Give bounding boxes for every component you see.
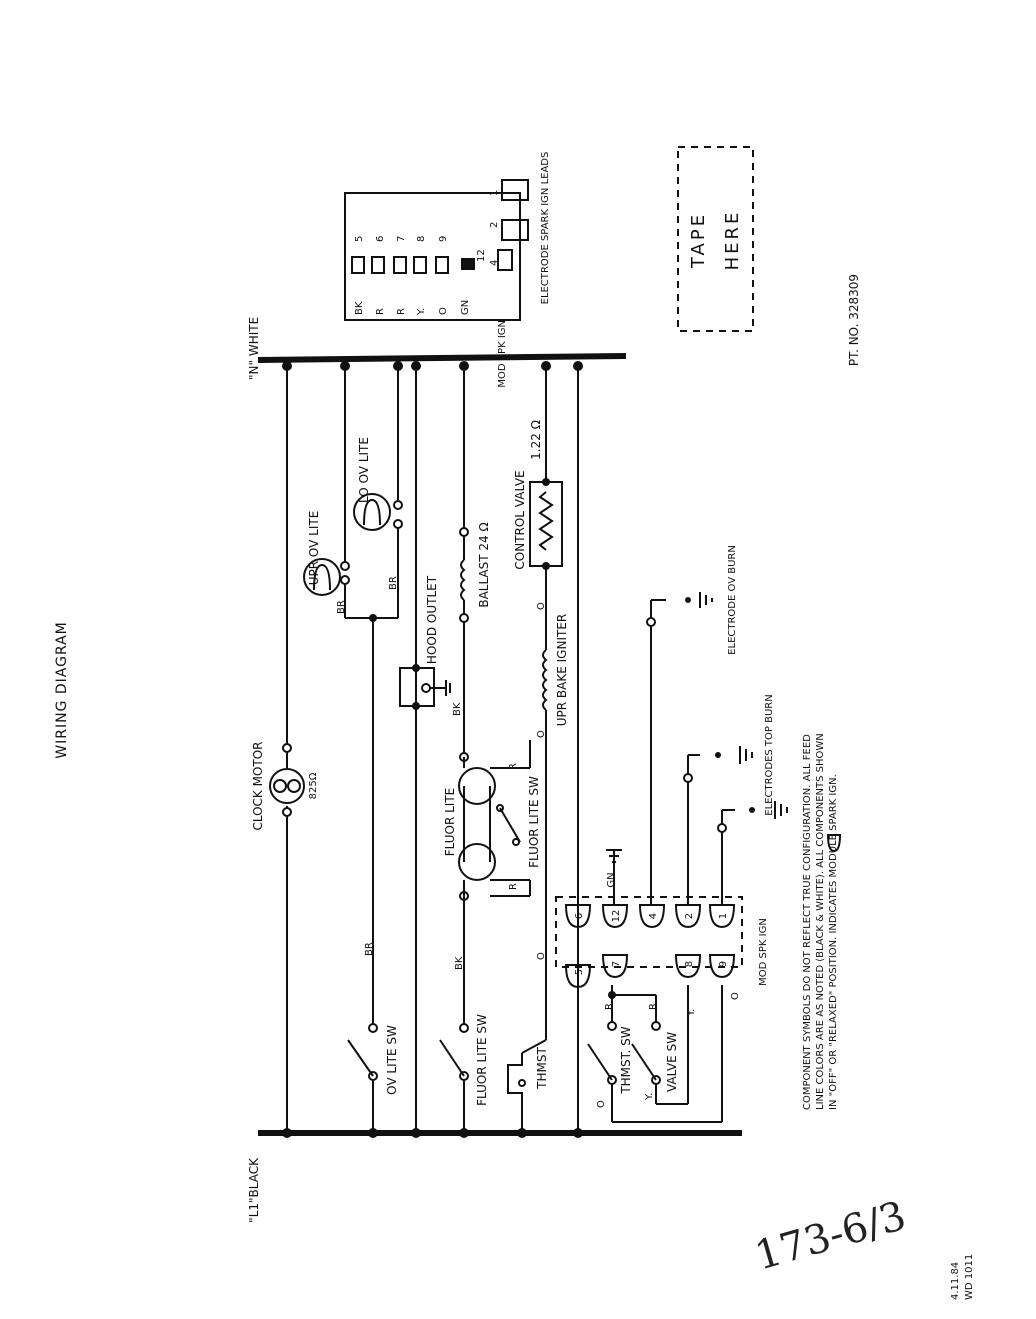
here-text: HERE [722,210,743,271]
note-line-1: COMPONENT SYMBOLS DO NOT REFLECT TRUE CO… [802,734,813,1110]
control-valve-ohms: 1.22 Ω [529,420,543,460]
mod-spk-ign-label: MOD SPK IGN [758,918,769,986]
bus-junctions [282,361,583,1138]
r-label-t2: R [648,1003,659,1010]
page-title: WIRING DIAGRAM [54,621,70,759]
fluor-lite-sw-label: FLUOR LITE SW [475,1014,489,1106]
o-label-cv-1: O [536,602,547,610]
inset-wire-o: O [438,307,449,315]
inset-pin-12: 12 [476,249,487,262]
fluor-branch: BALLAST 24 Ω BK FLUOR LITE R R FLUOR LIT… [443,366,541,1028]
hood-outlet-branch: HOOD OUTLET [399,366,451,1133]
inset-wire-r1: R [375,308,386,315]
r-label-t1: R [604,1003,615,1010]
inset-pin-6: 6 [375,236,386,242]
terminal-top-4: 4 [648,913,659,919]
tape-here-box: TAPE HERE [677,146,754,332]
o-label-t1: O [596,1100,607,1108]
thmst-sw-label: THMST. SW [619,1026,633,1094]
r-label-fluor-1: R [508,763,519,770]
lo-ov-lite-lamp [353,493,391,531]
terminal-top-1: 1 [718,913,729,919]
control-valve-branch: CONTROL VALVE 1.22 Ω UPR BAKE IGNITER O … [513,366,569,1028]
ballast-label: BALLAST 24 Ω [477,522,491,607]
handwritten-note: 173-6/3 [750,1193,911,1280]
inset-electrode-pin-4: 4 [489,260,500,266]
fluor-lite-sw-upper-label: FLUOR LITE SW [527,776,541,868]
y-label-t1: Y. [644,1093,655,1101]
terminal-top-6: 6 [574,913,585,919]
l1-bus-label: "L1"BLACK [247,1157,261,1223]
note-line-2: LINE COLORS ARE AS NOTED (BLACK & WHITE)… [815,733,826,1110]
terminal-bottom-9: 9 [718,961,729,967]
br-label-sw: BR [364,942,375,956]
fluor-lite-tube-top [458,767,496,805]
r-label-fluor-2: R [508,883,519,890]
lower-switches: OV LITE SW BR FLUOR LITE SW BK THMST THM… [347,942,741,1133]
terminal-bottom-5: 5 [574,969,585,975]
bk-label-sw: BK [454,956,465,970]
oven-lite-branch: UPR OV LITE BR BR LO OV LITE [303,366,403,1028]
br-label-lo: BR [388,576,399,590]
hood-outlet-label: HOOD OUTLET [425,575,439,664]
inset-wire-gn: GN [460,300,471,315]
clock-motor-ohms: 825Ω [308,772,319,799]
clock-motor-branch: CLOCK MOTOR 825Ω [251,366,319,1133]
part-number: PT. NO. 328309 [847,274,861,366]
thmst-label: THMST [535,1047,549,1090]
mod-spk-ign-terminals: 6 12 4 2 1 GN MOD SPK IGN 5 7 8 9 [555,872,769,989]
notes: COMPONENT SYMBOLS DO NOT REFLECT TRUE CO… [802,733,842,1110]
bus-bars: "N" WHITE "L1"BLACK [247,317,742,1223]
electrodes: ELECTRODE OV BURN ELECTRODES TOP BURN [606,545,788,905]
gn-label: GN [606,872,617,887]
fluor-lite-label: FLUOR LITE [443,788,457,857]
inset-pin-9: 9 [438,236,449,242]
electrodes-top-burn-label: ELECTRODES TOP BURN [764,694,775,815]
fluor-lite-tube-bottom [458,843,496,881]
terminal-bottom-8: 8 [684,961,695,967]
inset-electrode-pin-1: 1 [489,190,500,196]
inset-wire-bk: BK [354,301,365,315]
valve-sw-label: VALVE SW [665,1032,679,1092]
inset-module: BK R R Y. O GN 5 6 7 8 9 12 1 2 4 ELECTR… [344,152,551,388]
o-label-cv-3: O [536,952,547,960]
tape-text: TAPE [688,212,709,269]
inset-electrode-label: ELECTRODE SPARK IGN LEADS [540,152,551,305]
inset-pin-7: 7 [396,236,407,242]
footer-code: WD 1011 [964,1254,975,1300]
inset-wire-y: Y. [416,308,427,316]
inset-module-label: MOD SPK IGN [497,320,508,388]
o-label-cv-2: O [536,730,547,738]
note-line-3: IN "OFF" OR "RELAXED" POSITION. INDICATE… [828,774,839,1110]
upr-ov-lite-lamp [303,558,341,596]
upr-ov-lite-label: UPR OV LITE [307,511,321,586]
n-bus-label: "N" WHITE [247,317,261,380]
terminal-bottom-7: 7 [611,961,622,967]
inset-wire-r2: R [396,308,407,315]
lo-ov-lite-label: LO OV LITE [357,437,371,503]
inset-pin-8: 8 [416,236,427,242]
module-symbol-icon [826,834,842,853]
electrode-ov-burn-label: ELECTRODE OV BURN [727,545,738,655]
bk-label-fluor: BK [452,702,463,716]
footer-date: 4.11.84 [950,1262,961,1300]
upr-bake-igniter-label: UPR BAKE IGNITER [555,614,569,726]
control-valve-label: CONTROL VALVE [513,470,527,569]
o-label-t2: O [730,992,741,1000]
inset-pin-5: 5 [354,236,365,242]
y-label-t2: Y. [686,1009,697,1017]
br-label-upr: BR [336,600,347,614]
terminal-top-12: 12 [611,910,622,923]
inset-electrode-pin-2: 2 [489,222,500,228]
n-white-bus [257,353,627,363]
ov-lite-sw-label: OV LITE SW [385,1025,399,1095]
terminal-top-2: 2 [684,913,695,919]
clock-motor-label: CLOCK MOTOR [251,741,265,830]
